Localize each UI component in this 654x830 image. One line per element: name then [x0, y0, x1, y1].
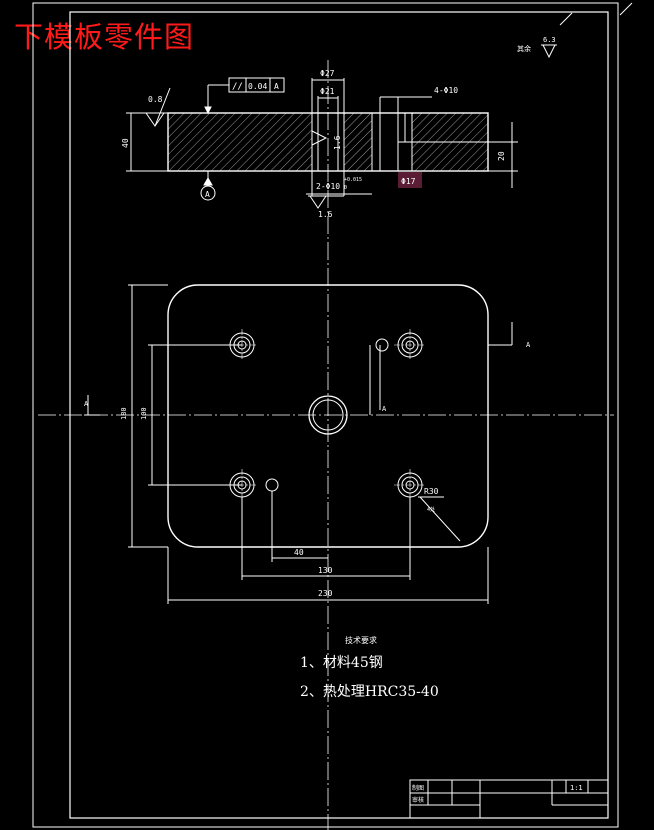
requirement-2: 2、热处理HRC35-40: [300, 684, 439, 700]
dim-radius: R30: [424, 487, 439, 496]
tolerance-symbol: //: [232, 82, 243, 92]
section-label-right: A: [526, 341, 531, 349]
roughness-bottom-symbol: [308, 195, 344, 209]
title-block-scale: 1:1: [570, 784, 583, 792]
dim-d27: Φ27: [320, 69, 335, 78]
dim-gap: 40: [294, 548, 304, 557]
dim-inner-width: 130: [318, 566, 333, 575]
title-block-drawn: 制图: [412, 784, 424, 792]
roughness-other-symbol: [541, 44, 557, 59]
roughness-bottom-value: 1.6: [318, 210, 333, 219]
roughness-bore-symbol: [311, 130, 328, 146]
roughness-left-value: 0.8: [148, 95, 163, 104]
title-block-checked: 审核: [412, 796, 424, 804]
roughness-other-label: 其余: [517, 44, 531, 53]
section-label-center: A: [382, 405, 387, 413]
roughness-left-symbol: [144, 87, 171, 127]
dim-d17-highlight: [398, 172, 422, 188]
roughness-side-value: 1.6: [333, 135, 342, 150]
section-label-left: A: [84, 400, 89, 408]
dim-holes-4: 4-Φ10: [434, 86, 458, 95]
datum-label: A: [205, 190, 210, 199]
requirement-1: 1、材料45钢: [300, 655, 383, 671]
tolerance-value: 0.04: [248, 82, 267, 91]
drawing-title: 下模板零件图: [14, 20, 195, 54]
dim-thickness: 40: [121, 138, 130, 148]
dim-tol-lower: 0: [344, 185, 347, 191]
datum-marker: [200, 171, 216, 201]
dim-d21: Φ21: [320, 87, 335, 96]
dim-d17: Φ17: [401, 177, 416, 186]
tolerance-frame: [204, 77, 285, 115]
dim-height-outer: 180: [120, 407, 128, 420]
dim-tol-upper: +0.015: [344, 177, 362, 183]
dim-radius-note: 4处: [427, 506, 435, 513]
dim-holes-2: 2-Φ10: [316, 182, 340, 191]
plate-outline: [167, 284, 489, 548]
roughness-other-value: 6.3: [543, 36, 556, 44]
requirements-heading: 技术要求: [345, 635, 377, 645]
outer-frame: [32, 2, 619, 828]
tolerance-datum: A: [274, 82, 279, 91]
title-block: [409, 779, 609, 819]
dim-height-inner: 100: [140, 407, 148, 420]
dim-depth: 20: [497, 151, 506, 161]
dim-overall-width: 230: [318, 589, 333, 598]
